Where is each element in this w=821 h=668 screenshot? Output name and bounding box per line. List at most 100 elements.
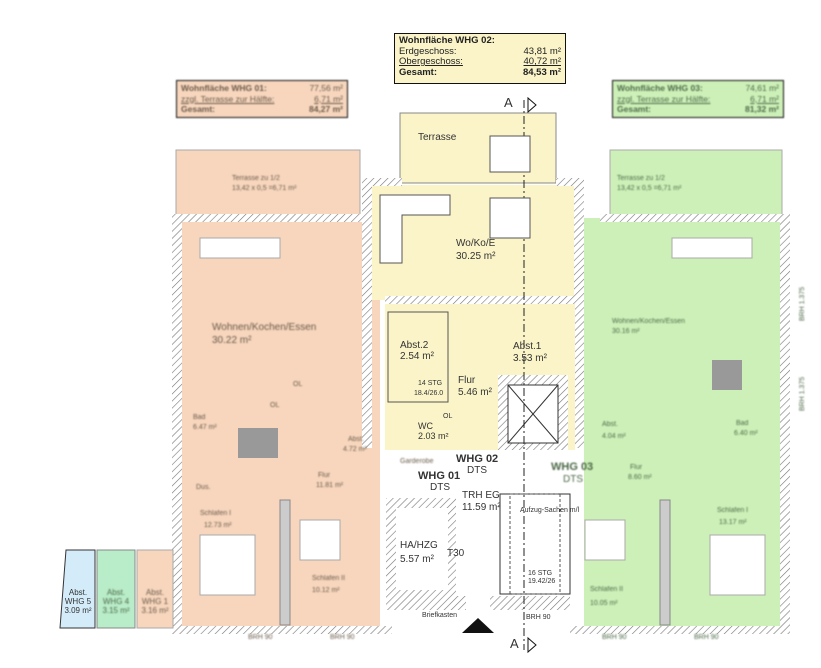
bed	[584, 519, 626, 561]
left-abst-name: Abst.	[348, 436, 364, 443]
whg03-door-label: DTS	[563, 474, 583, 485]
left-wke-area: 30.22 m²	[212, 335, 252, 346]
brh-label: BRH 90	[694, 634, 719, 641]
brh-label: BRH 1.375	[799, 376, 807, 412]
terrace-center	[399, 112, 557, 184]
whg03-entry-label: WHG 03	[551, 461, 594, 473]
bed	[199, 534, 256, 596]
area-box-whg01: Wohnfläche WHG 01:77,56 m² zzgl. Terrass…	[176, 80, 348, 118]
area-value: 6,71 m²	[750, 93, 779, 104]
right-schlafen2-area: 10.05 m²	[590, 600, 618, 607]
section-marker-top-icon	[527, 96, 537, 114]
room-wokoe-area: 30.25 m²	[456, 251, 496, 262]
left-dus-name: Dus.	[196, 484, 211, 491]
brh-label: BRH 90	[602, 634, 627, 641]
wall	[570, 626, 790, 634]
right-flur-area: 8.60 m²	[628, 474, 652, 481]
right-schlafen1-name: Schlafen I	[717, 507, 749, 514]
whg03-terrace-area	[609, 149, 783, 217]
wall	[362, 178, 372, 448]
right-bad-area: 6.40 m²	[734, 430, 758, 437]
room-trh-name: TRH EG	[462, 490, 500, 501]
whg02-entry-label: WHG 02	[456, 453, 499, 465]
section-label-top: A	[504, 95, 513, 110]
right-flur-name: Flur	[630, 464, 643, 471]
area-label: zzgl. Terrasse zur Hälfte:	[617, 93, 711, 104]
storage-label: WHG 5	[64, 597, 92, 606]
area-box-whg03: Wohnfläche WHG 03: 74,61 m² zzgl. Terrass…	[612, 80, 784, 118]
left-schlafen2-area: 10.12 m²	[312, 587, 340, 594]
brh-label: BRH 90	[248, 634, 273, 641]
wall	[172, 626, 392, 634]
wall	[600, 214, 790, 222]
right-bad-name: Bad	[736, 420, 749, 427]
storage-label: Abst.	[106, 588, 126, 597]
storage-label: WHG 4	[102, 597, 130, 606]
area-value: 74,61 m²	[745, 83, 779, 93]
right-wke-name: Wohnen/Kochen/Essen	[612, 318, 686, 325]
area-title: Wohnfläche WHG 02:	[399, 35, 495, 46]
right-wke-area: 30.16 m²	[612, 328, 640, 335]
left-schlafen2-name: Schlafen II	[312, 575, 346, 582]
room-wokoe-name: Wo/Ko/E	[456, 238, 496, 249]
area-value: 40,72 m²	[523, 56, 562, 67]
aufzug-label: Aufzug-Sachen m/l	[520, 507, 580, 514]
area-value: 43,81 m²	[523, 45, 562, 57]
wall	[556, 178, 584, 186]
room-hazg-area: 5.57 m²	[400, 554, 434, 565]
right-terrace-label: Terrasse zu 1/2	[617, 175, 665, 182]
storage-whg4-area	[96, 549, 136, 629]
storage-whg4: Abst. WHG 4 3.15 m²	[99, 588, 133, 615]
area-label: zzgl. Terrasse zur Hälfte:	[181, 93, 275, 104]
brh-label: BRH 90	[526, 614, 551, 621]
room-flur-name: Flur	[458, 375, 476, 386]
whg01-entry-label: WHG 01	[418, 470, 461, 482]
right-terrace-calc: 13,42 x 0,5 =6,71 m²	[617, 185, 682, 192]
section-label-bottom: A	[510, 636, 519, 651]
room-abst1-area: 3.53 m²	[513, 353, 547, 364]
t30-label: T30	[447, 548, 465, 559]
right-schlafen1-area: 13.17 m²	[719, 519, 747, 526]
wall	[385, 296, 575, 304]
room-abst2-area: 2.54 m²	[400, 351, 434, 362]
garderobe-label: Garderobe	[400, 458, 434, 465]
area-total-value: 84,53 m²	[522, 66, 561, 78]
brh-label: BRH 1.375	[799, 286, 807, 322]
left-bad-area: 6.47 m²	[193, 424, 217, 431]
room-hazg-name: HA/HZG	[400, 540, 438, 551]
room-wc-name: WC	[418, 421, 433, 431]
area-title: Wohnfläche WHG 03:	[617, 83, 703, 93]
area-value: 6,71 m²	[314, 93, 343, 104]
right-abst-name: Abst.	[602, 421, 618, 428]
room-flur-area: 5.46 m²	[458, 387, 492, 398]
wall	[780, 214, 790, 634]
storage-whg5-area	[59, 549, 96, 629]
ol-label: OL	[293, 381, 303, 388]
wall	[362, 178, 402, 186]
room-abst2-name: Abst.2	[400, 340, 429, 351]
left-flur-name: Flur	[318, 472, 331, 479]
room-trh-area: 11.59 m²	[462, 502, 501, 513]
stair-upper-dim: 18.4/26.0	[414, 390, 444, 397]
ol-label: OL	[270, 402, 280, 409]
shower	[238, 428, 278, 458]
left-terrace-label: Terrasse zu 1/2	[232, 175, 280, 182]
room-abst1-name: Abst.1	[513, 341, 542, 352]
storage-whg5: Abst. WHG 5 3.09 m²	[62, 588, 94, 615]
stair-lower-dim: 19.42/26	[528, 578, 556, 585]
area-total-value: 81,32 m²	[744, 104, 779, 114]
whg02-door-label: DTS	[467, 465, 487, 476]
area-value: 77,56 m²	[309, 83, 343, 93]
storage-area: 3.16 m²	[141, 606, 169, 615]
whg01-door-label: DTS	[430, 482, 450, 493]
area-total-label: Gesamt:	[399, 66, 438, 78]
left-bad-name: Bad	[193, 414, 206, 421]
room-terrasse: Terrasse	[418, 132, 457, 143]
area-label: Erdgeschoss:	[399, 45, 457, 57]
entrance-arrow-icon	[462, 618, 494, 633]
whg01-terrace-area	[175, 149, 361, 217]
storage-area: 3.15 m²	[102, 606, 130, 615]
left-schlafen1-name: Schlafen I	[200, 510, 232, 517]
